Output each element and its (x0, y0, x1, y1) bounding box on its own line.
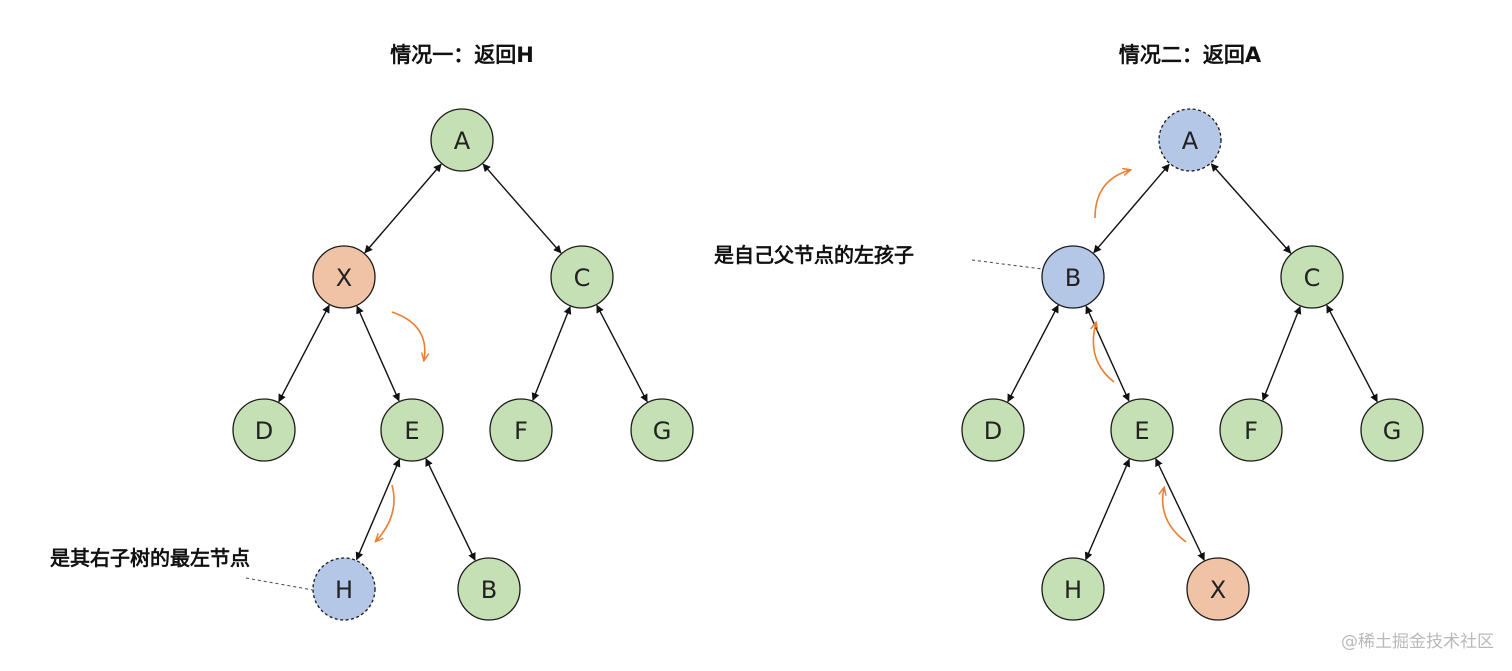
panel-left-annotation-leader (245, 577, 314, 591)
node-label: E (1134, 417, 1149, 445)
node-label: E (404, 417, 419, 445)
node-D: D (232, 398, 296, 462)
node-circle (457, 557, 521, 621)
edge-A-C (482, 163, 562, 254)
panel-right-annotation: 是自己父节点的左孩子 (713, 243, 914, 267)
node-label: X (1210, 576, 1226, 604)
node-E: E (1110, 398, 1174, 462)
traversal-arrow-1 (1094, 170, 1130, 219)
panel-left-edges (278, 163, 648, 561)
edge-E-X (1155, 458, 1205, 561)
node-circle (489, 398, 553, 462)
node-label: D (984, 417, 1002, 445)
edge-C-G (1326, 304, 1378, 403)
panel-right: 情况二：返回A A B C D E F G H X 是自己父节点的左孩子 (713, 43, 1424, 621)
node-label: X (336, 264, 352, 292)
node-C: C (1280, 245, 1344, 309)
edge-E-H (1084, 458, 1131, 561)
edge-A-B (1093, 163, 1170, 254)
node-circle (1280, 245, 1344, 309)
node-circle (1158, 108, 1222, 172)
node-C: C (550, 245, 614, 309)
panel-right-title: 情况二：返回A (1119, 43, 1262, 67)
traversal-arrow-3 (1163, 488, 1187, 543)
edge-B-D (1007, 304, 1059, 403)
edge-E-B (425, 458, 476, 561)
node-circle (1041, 557, 1105, 621)
node-circle (312, 557, 376, 621)
edge-B-E (1085, 305, 1130, 402)
panel-left-nodes: A X C D E F G H B (232, 108, 694, 621)
node-A: A (430, 108, 494, 172)
edge-C-F (1261, 305, 1302, 402)
node-label: H (1064, 576, 1082, 604)
traversal-arrow-2 (1093, 323, 1115, 383)
node-H: H (312, 557, 376, 621)
node-label: F (1244, 417, 1258, 445)
node-F: F (489, 398, 553, 462)
node-X: X (312, 245, 376, 309)
traversal-arrow-1 (391, 311, 425, 360)
node-circle (232, 398, 296, 462)
node-circle (1360, 398, 1424, 462)
node-circle (1186, 557, 1250, 621)
node-circle (1219, 398, 1283, 462)
node-label: A (454, 127, 471, 155)
panel-left: 情况一：返回H A X C D E F G H B 是其右子树的最左节点 (49, 43, 694, 621)
watermark: @稀土掘金技术社区 (1341, 632, 1494, 652)
edge-E-H (355, 458, 401, 561)
panel-left-title: 情况一：返回H (390, 43, 534, 67)
node-label: G (1383, 417, 1402, 445)
node-F: F (1219, 398, 1283, 462)
panel-right-annotation-leader (971, 259, 1043, 270)
node-A: A (1158, 108, 1222, 172)
edge-A-X (364, 163, 442, 254)
node-label: G (653, 417, 672, 445)
node-D: D (961, 398, 1025, 462)
node-label: C (574, 264, 591, 292)
node-circle (430, 108, 494, 172)
panel-right-nodes: A B C D E F G H X (961, 108, 1424, 621)
node-B: B (457, 557, 521, 621)
node-label: B (481, 576, 497, 604)
edge-C-G (596, 304, 648, 403)
panel-right-traversal-arrows (1093, 170, 1187, 543)
node-circle (312, 245, 376, 309)
edge-A-C (1210, 163, 1292, 254)
node-label: D (255, 417, 273, 445)
node-G: G (1360, 398, 1424, 462)
node-label: H (335, 576, 353, 604)
edge-C-F (531, 305, 572, 402)
edge-X-D (278, 304, 330, 403)
node-B: B (1041, 245, 1105, 309)
node-label: C (1304, 264, 1321, 292)
panel-left-traversal-arrows (376, 311, 425, 541)
node-E: E (380, 398, 444, 462)
node-G: G (630, 398, 694, 462)
node-H: H (1041, 557, 1105, 621)
node-circle (1110, 398, 1174, 462)
node-circle (1041, 245, 1105, 309)
node-circle (380, 398, 444, 462)
edge-X-E (356, 305, 400, 402)
panel-left-annotation: 是其右子树的最左节点 (49, 546, 250, 570)
node-X: X (1186, 557, 1250, 621)
node-circle (630, 398, 694, 462)
node-circle (961, 398, 1025, 462)
traversal-arrow-2 (376, 484, 395, 541)
panel-right-edges (1007, 163, 1378, 561)
node-label: A (1182, 127, 1199, 155)
node-label: F (514, 417, 528, 445)
node-circle (550, 245, 614, 309)
node-label: B (1065, 264, 1081, 292)
